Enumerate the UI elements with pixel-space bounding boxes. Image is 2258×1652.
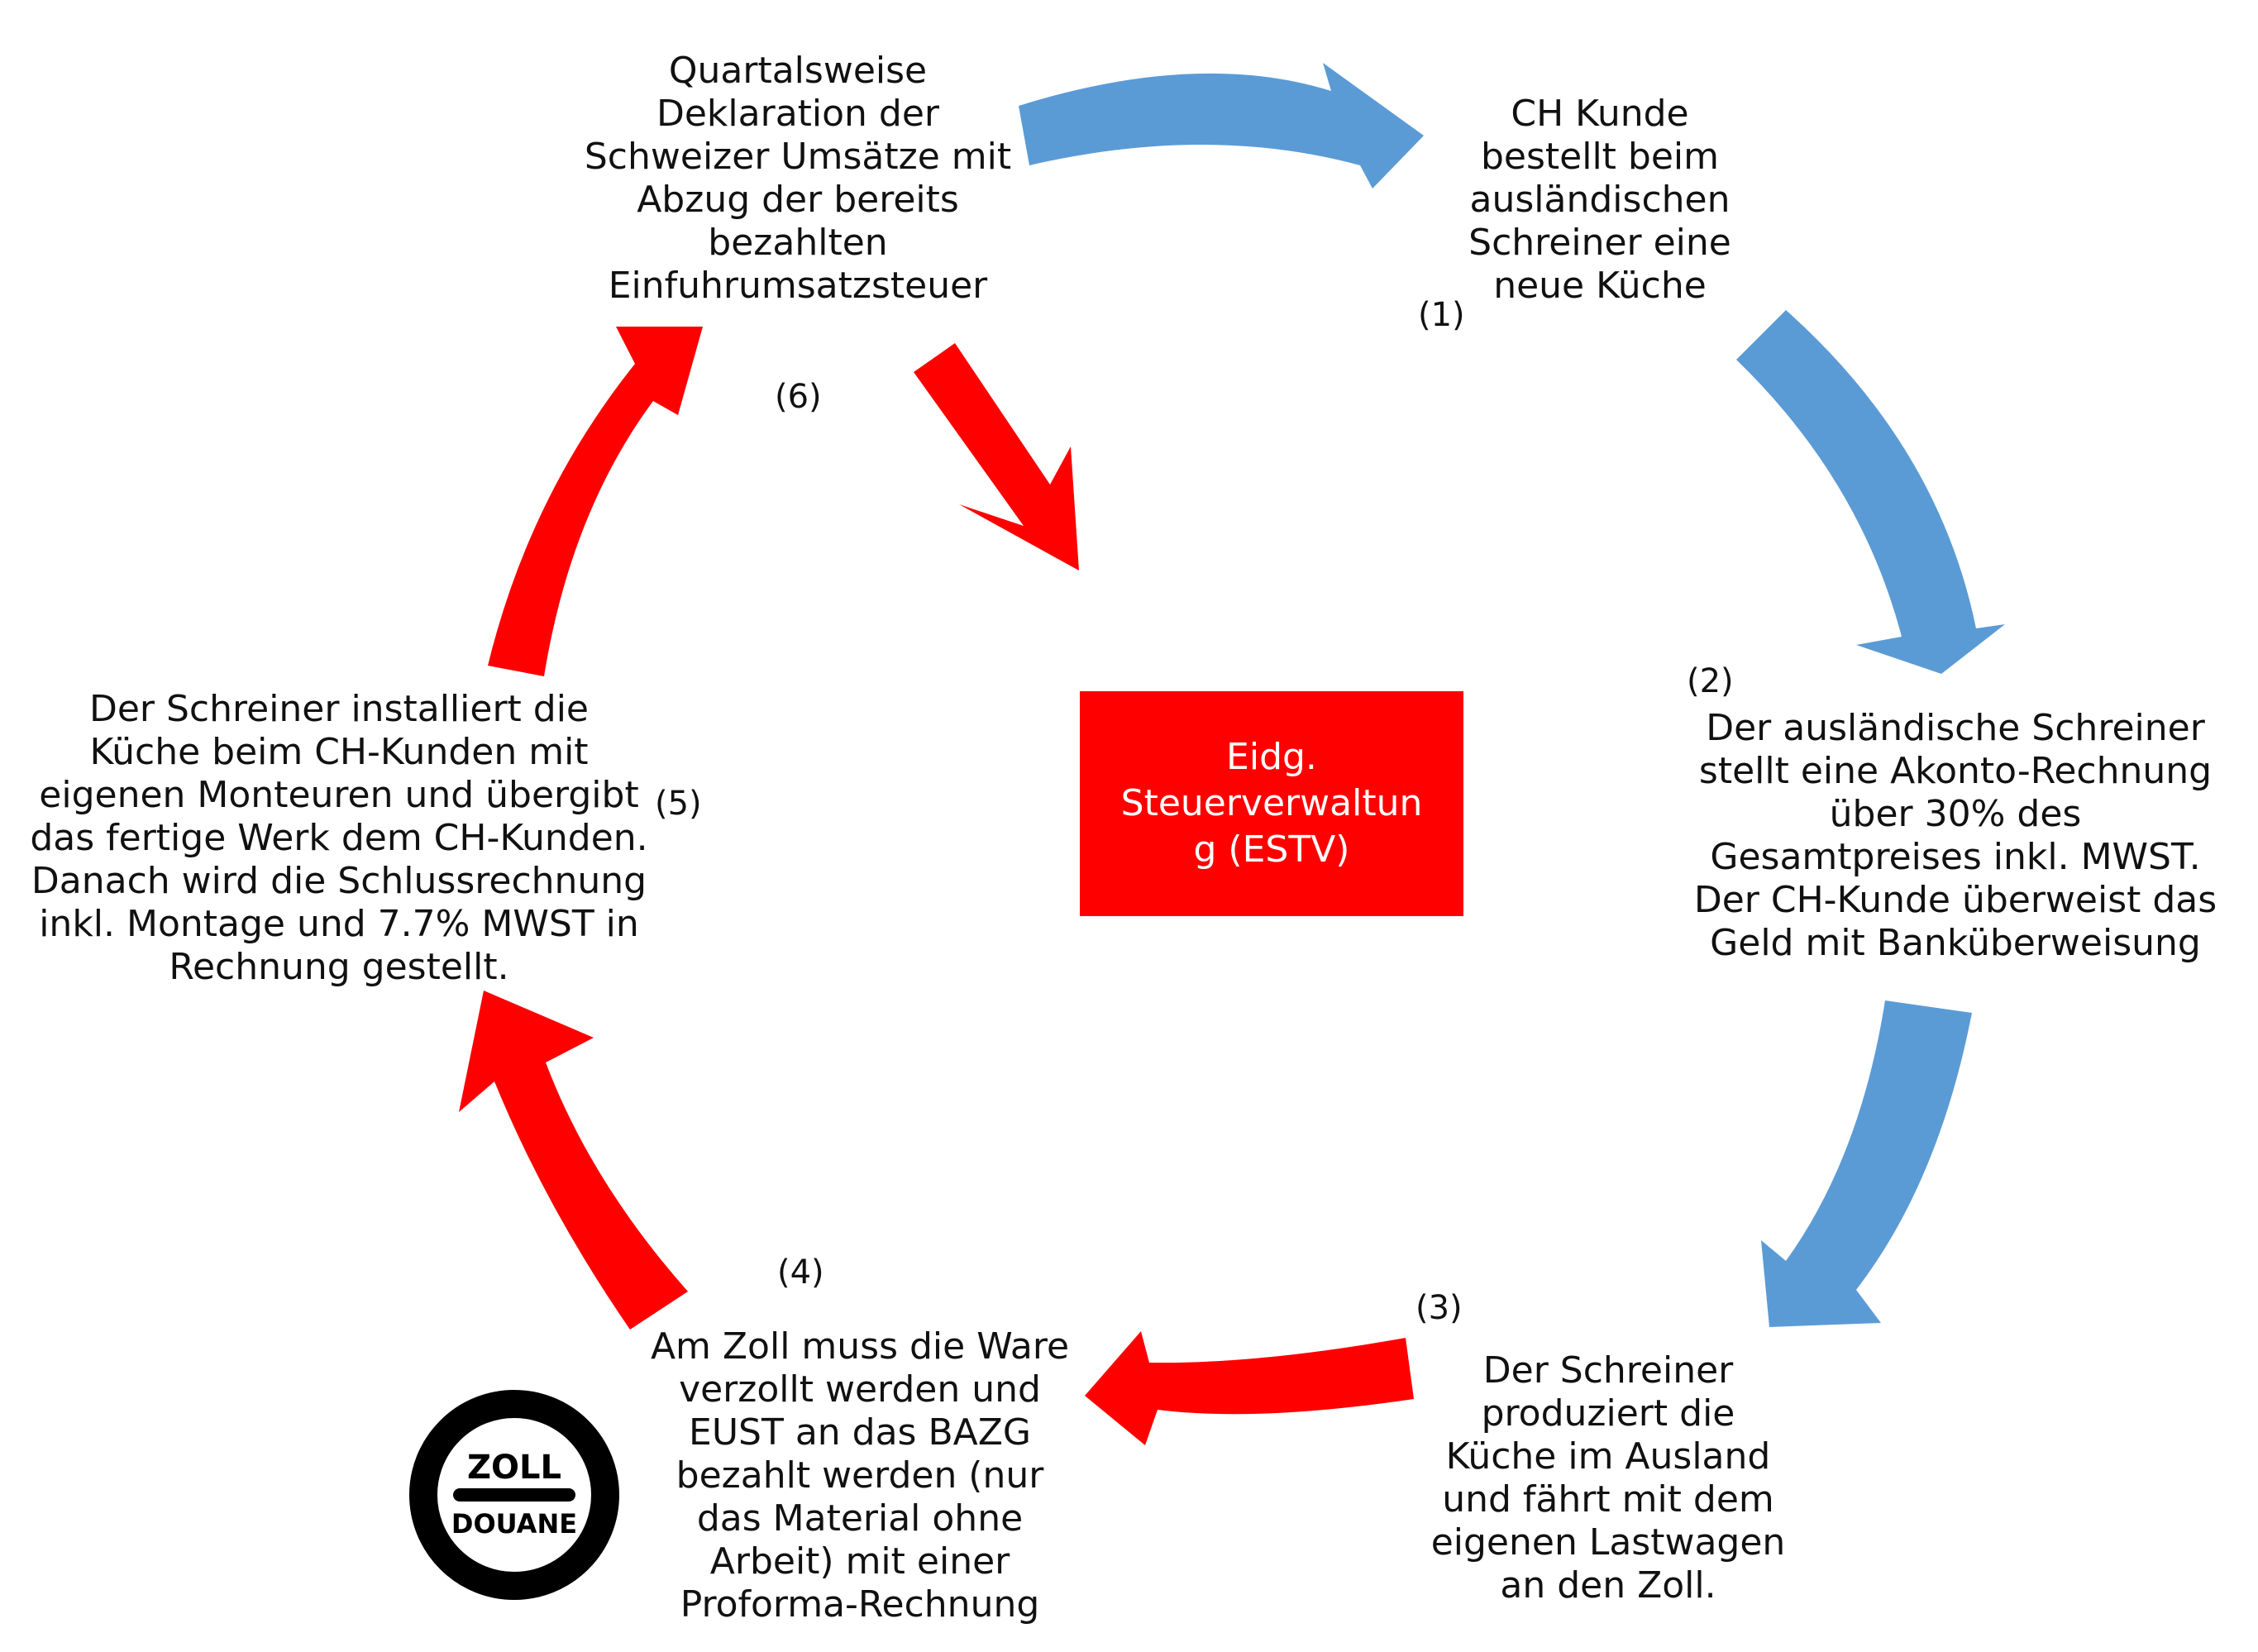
step-4-text: Am Zoll muss die Ware verzollt werden un… <box>650 1325 1070 1626</box>
estv-box: Eidg. Steuerverwaltun g (ESTV) <box>1080 691 1463 916</box>
arrow-step3-to-step4 <box>1085 1331 1414 1445</box>
arrow-step6-to-step1 <box>1019 63 1424 189</box>
step-1-text: CH Kunde bestellt beim ausländischen Sch… <box>1468 93 1731 307</box>
arrow-step2-to-step3 <box>1761 1000 1972 1327</box>
step-1-number: (1) <box>1418 296 1465 334</box>
step-3-text: Der Schreiner produziert die Küche im Au… <box>1430 1349 1786 1607</box>
arrow-step4-to-step5 <box>459 991 688 1330</box>
arrow-step1-to-step2 <box>1736 310 2005 674</box>
step-6-text: Quartalsweise Deklaration der Schweizer … <box>584 50 1012 307</box>
step-2-number: (2) <box>1687 662 1734 700</box>
arrow-step5-to-step6 <box>488 327 703 676</box>
step-6-number: (6) <box>775 378 822 416</box>
step-2-text: Der ausländische Schreiner stellt eine A… <box>1693 707 2217 964</box>
douane-label: DOUANE <box>451 1508 577 1540</box>
step-4-number: (4) <box>777 1253 824 1292</box>
arrow-step6-to-estv <box>914 343 1079 571</box>
step-5-text: Der Schreiner installiert die Küche beim… <box>30 688 648 988</box>
zoll-label: ZOLL <box>467 1449 561 1487</box>
customs-sign-icon: ZOLL DOUANE <box>409 1390 619 1600</box>
estv-label: Eidg. Steuerverwaltun g (ESTV) <box>1120 736 1423 871</box>
step-3-number: (3) <box>1415 1289 1463 1327</box>
step-5-number: (5) <box>655 785 702 823</box>
